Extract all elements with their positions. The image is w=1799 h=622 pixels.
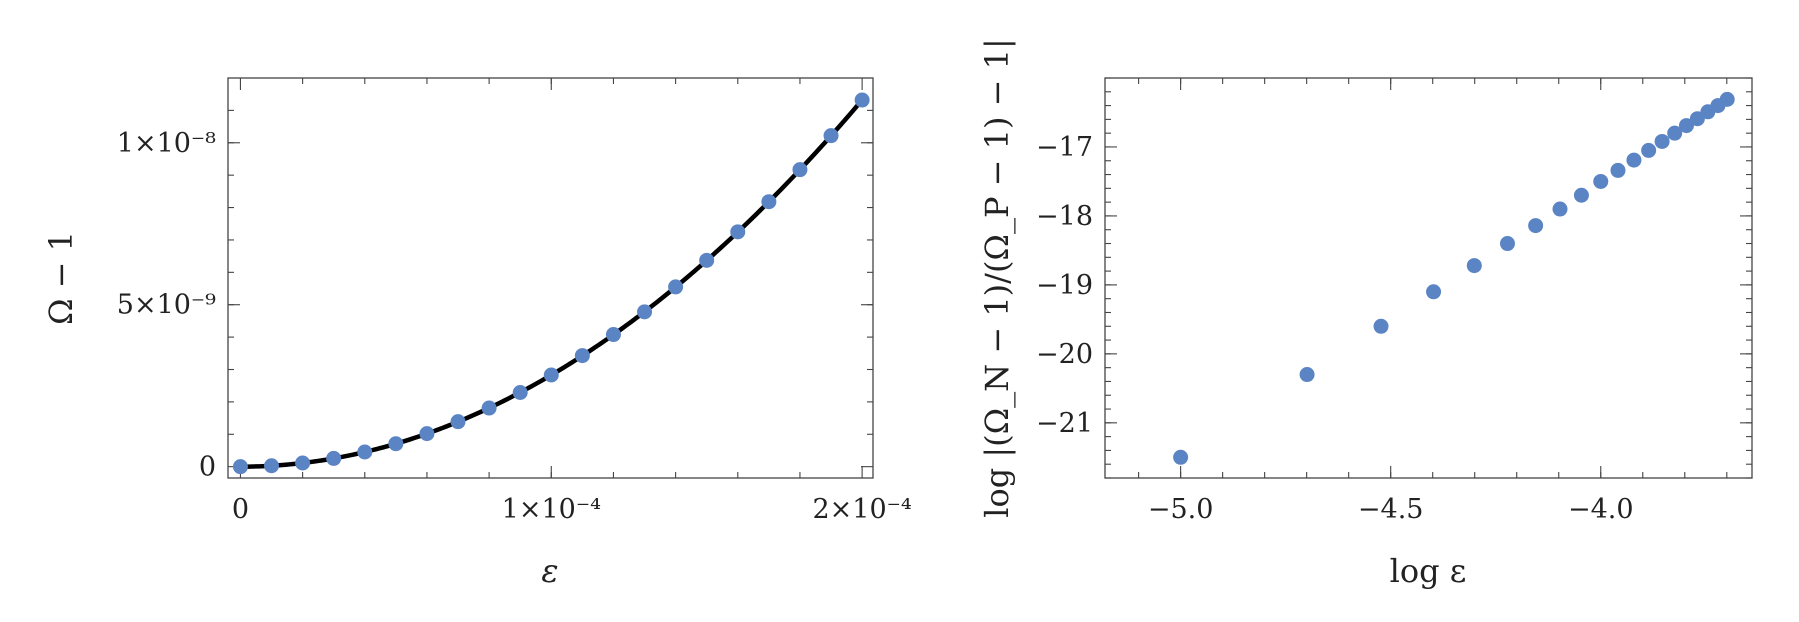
y-tick-label: −19: [1036, 270, 1093, 301]
data-point: [419, 426, 435, 442]
y-tick-label: 5×10⁻⁹: [117, 290, 216, 321]
data-point: [357, 444, 373, 460]
data-point: [1426, 284, 1442, 300]
y-tick-label: −21: [1036, 408, 1093, 439]
data-point: [295, 455, 311, 471]
y-tick-label: −17: [1036, 132, 1093, 163]
data-points-left: [232, 92, 870, 475]
data-point: [574, 348, 590, 364]
data-point: [637, 304, 653, 320]
x-tick-label: −4.0: [1568, 494, 1634, 525]
fit-curve: [240, 98, 864, 469]
data-point: [388, 436, 404, 452]
data-point: [1654, 133, 1670, 149]
data-point: [1499, 236, 1515, 252]
data-point: [1719, 91, 1735, 107]
plot-frame-left: [227, 77, 874, 479]
data-point: [1466, 258, 1482, 274]
x-tick-label: 2×10⁻⁴: [813, 494, 912, 525]
data-point: [823, 128, 839, 144]
data-point: [1667, 125, 1683, 141]
data-point: [1593, 173, 1609, 189]
x-tick-label: −4.5: [1358, 494, 1424, 525]
data-point: [854, 92, 870, 108]
x-tick-label: 1×10⁻⁴: [502, 494, 601, 525]
x-axis-label-right: log ε: [1390, 552, 1467, 590]
tick-marks-right: [1105, 77, 1752, 479]
data-point: [264, 458, 280, 474]
panel-left: 0 1×10⁻⁴ 2×10⁻⁴ 0 5×10⁻⁹ 1×10⁻⁸ ε Ω − 1: [42, 77, 912, 590]
data-point: [605, 327, 621, 343]
data-points-right: [1173, 91, 1735, 465]
data-point: [450, 414, 466, 430]
data-point: [1573, 187, 1589, 203]
tick-labels-right: −5.0 −4.5 −4.0 −21 −20 −19 −18 −17: [1036, 132, 1634, 525]
x-tick-label: −5.0: [1148, 494, 1214, 525]
data-point: [1528, 218, 1544, 234]
data-point: [1552, 201, 1568, 217]
data-point: [481, 400, 497, 416]
data-point: [1610, 162, 1626, 178]
y-tick-label: −18: [1036, 201, 1093, 232]
data-point: [1678, 118, 1694, 134]
data-point: [1641, 142, 1657, 158]
data-point: [730, 224, 746, 240]
data-point: [761, 194, 777, 210]
data-point: [512, 384, 528, 400]
plot-frame-right: [1104, 77, 1753, 479]
data-point: [1173, 449, 1189, 465]
tick-labels-left: 0 1×10⁻⁴ 2×10⁻⁴ 0 5×10⁻⁹ 1×10⁻⁸: [117, 128, 912, 525]
x-tick-label: 0: [232, 494, 249, 525]
data-point: [1626, 152, 1642, 168]
data-point: [232, 459, 248, 475]
panel-right: −5.0 −4.5 −4.0 −21 −20 −19 −18 −17 log ε log |(…: [978, 38, 1753, 590]
data-point: [699, 252, 715, 268]
y-tick-label: 1×10⁻⁸: [117, 128, 216, 159]
data-point: [1299, 367, 1315, 383]
y-axis-label-right: log |(Ω_N − 1)/(Ω_P − 1) − 1|: [978, 38, 1016, 518]
y-tick-label: 0: [199, 452, 216, 483]
data-point: [1373, 318, 1389, 334]
data-point: [543, 367, 559, 383]
data-point: [668, 279, 684, 295]
y-tick-label: −20: [1036, 339, 1093, 370]
x-axis-label-left: ε: [541, 552, 558, 590]
data-point: [326, 450, 342, 466]
tick-marks-left: [228, 78, 873, 478]
y-axis-label-left: Ω − 1: [42, 231, 80, 325]
data-point: [792, 162, 808, 178]
